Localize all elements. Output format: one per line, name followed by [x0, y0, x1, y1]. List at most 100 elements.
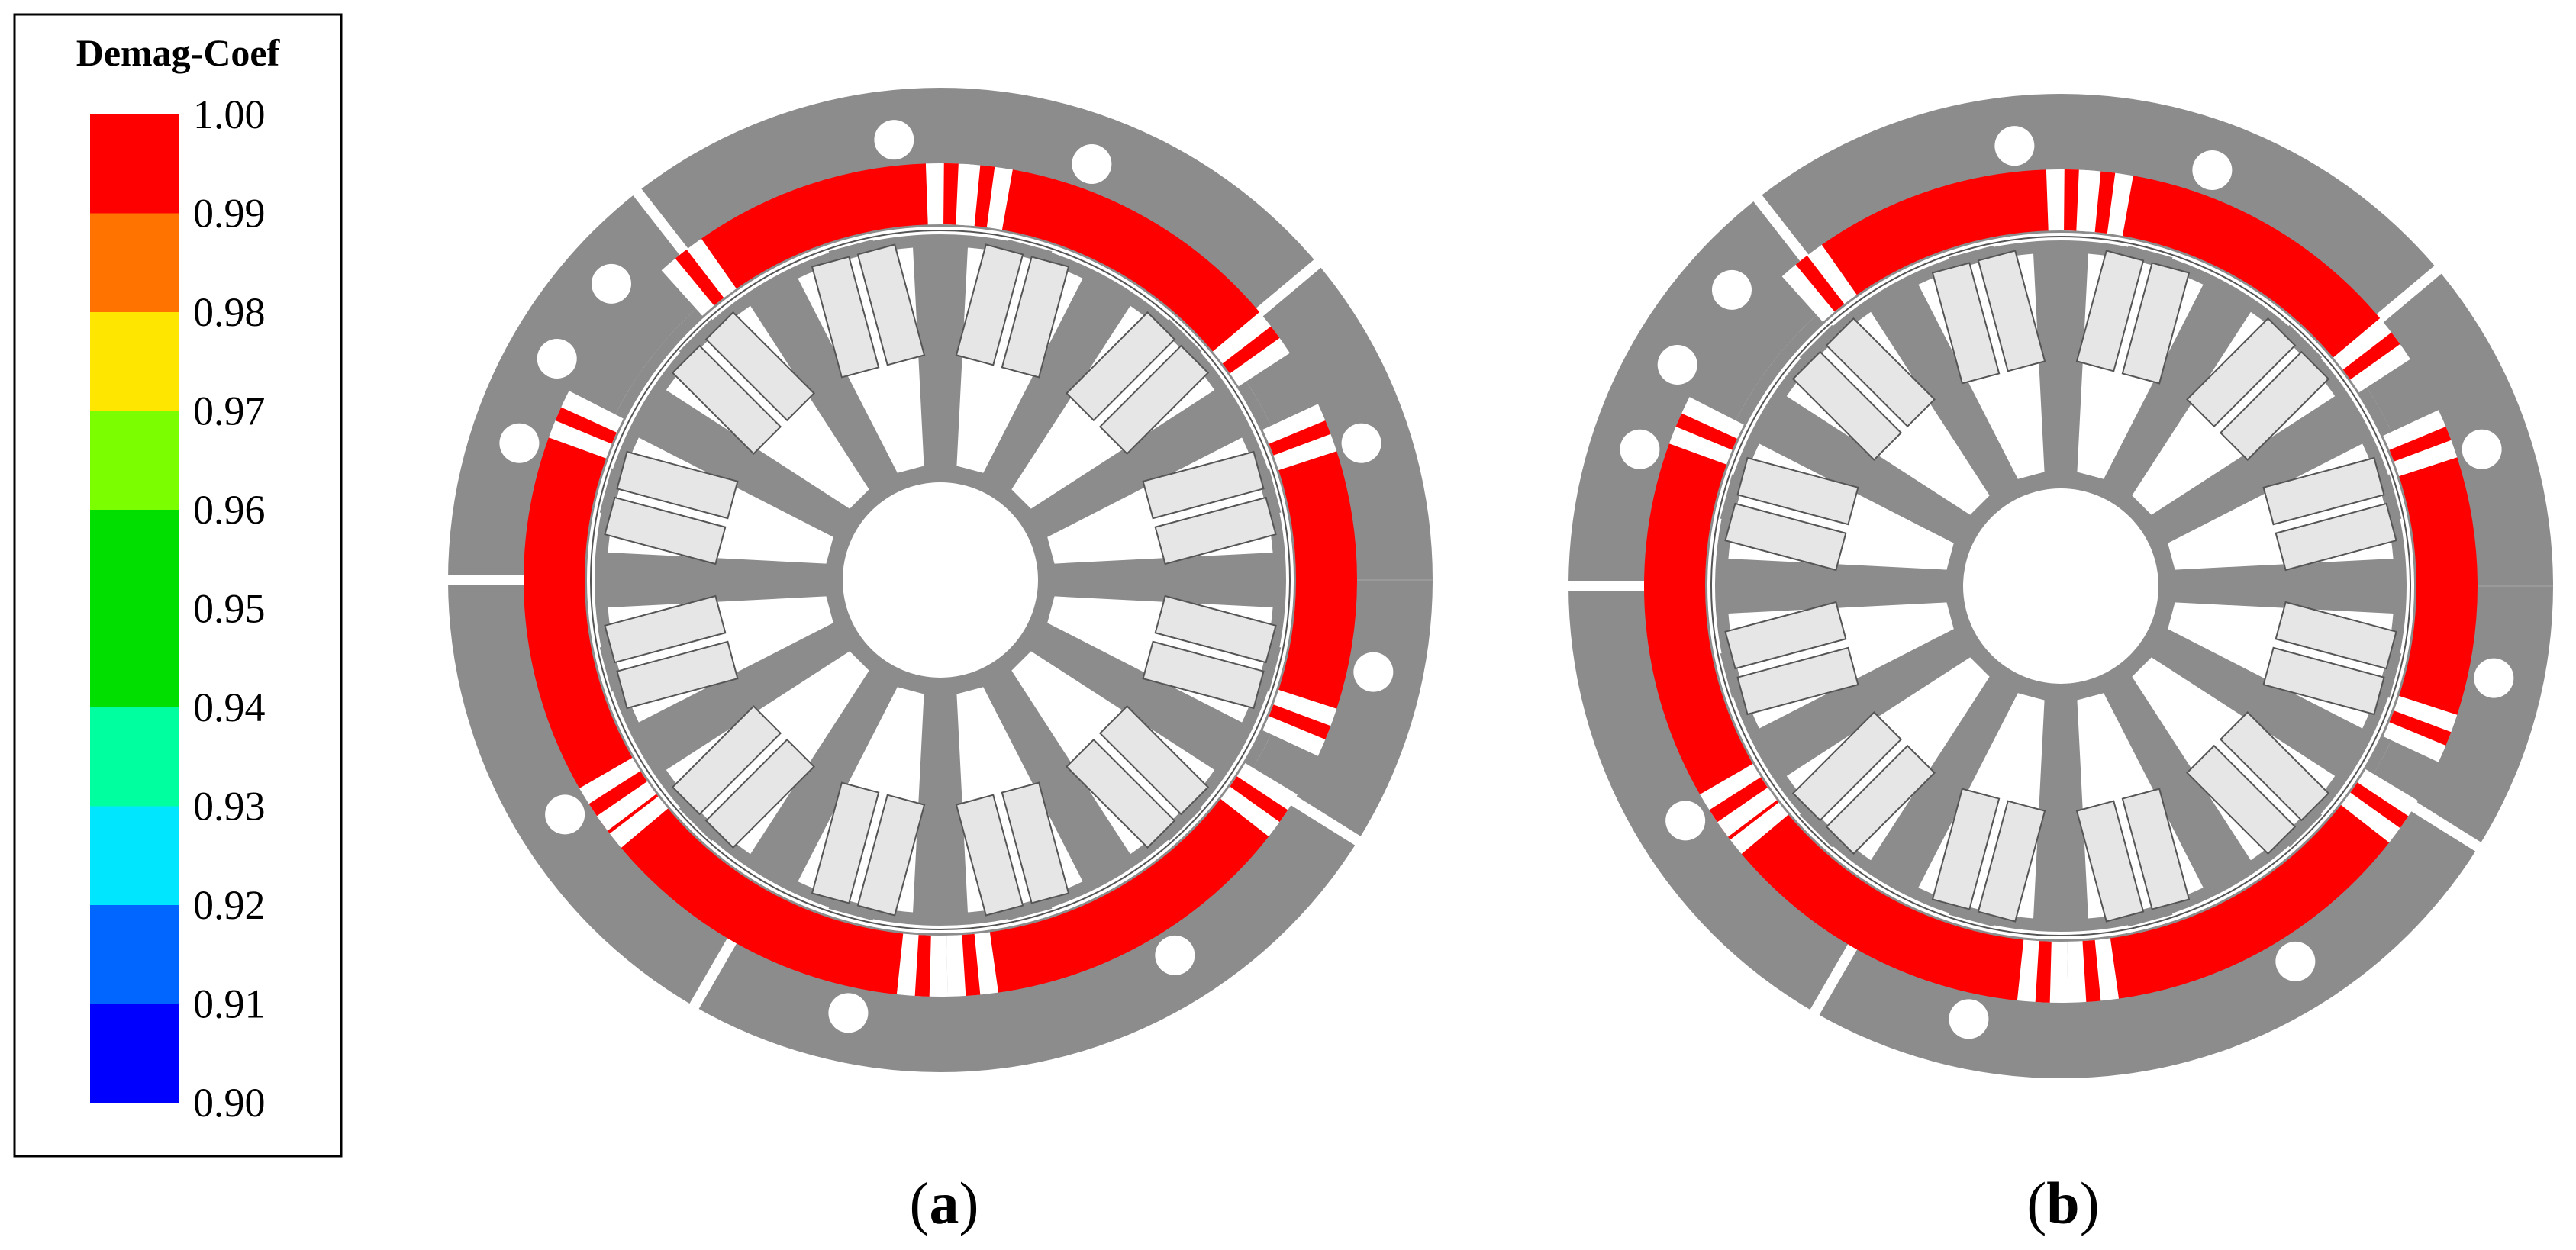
magnet-stripe — [675, 249, 724, 306]
slot-wedge — [1720, 474, 1738, 520]
coil-side — [856, 794, 926, 917]
mounting-hole — [591, 263, 631, 304]
coil-side — [2121, 788, 2191, 910]
slot-opening — [666, 305, 869, 509]
legend-tick-label: 0.97 — [193, 388, 266, 434]
legend-tick-label: 0.99 — [193, 191, 266, 237]
slot-wedge — [2285, 810, 2323, 848]
coil-side — [1736, 646, 1859, 716]
air-gap-line — [1710, 236, 2411, 936]
legend-band — [90, 905, 179, 1004]
air-gap-line — [590, 230, 1291, 930]
slot-opening — [1786, 657, 1990, 861]
legend-color-bands — [90, 114, 179, 1103]
magnet-arc — [701, 163, 928, 289]
slot-wedge — [2384, 652, 2402, 698]
coil-side — [1001, 781, 1070, 904]
magnet-stripe — [2094, 171, 2116, 234]
magnet-arc — [2110, 804, 2390, 999]
stator-slot — [955, 687, 1083, 921]
magnet-arc — [1644, 443, 1753, 794]
color-legend: Demag-Coef 1.000.990.980.970.960.950.940… — [13, 13, 343, 1158]
legend-band — [90, 510, 179, 609]
coil-side — [955, 243, 1024, 366]
coil-side — [811, 781, 880, 904]
stator-slot — [798, 687, 926, 921]
stator-slot — [798, 239, 926, 473]
slot-wedge — [828, 903, 875, 921]
coil-side — [1724, 502, 1847, 572]
mounting-hole — [1620, 429, 1660, 469]
coil-side — [1154, 594, 1277, 664]
legend-tick-label: 0.90 — [193, 1080, 266, 1126]
slot-wedge — [1263, 646, 1282, 692]
slot-wedge — [1006, 239, 1053, 257]
mounting-hole — [2474, 658, 2514, 698]
coil-side — [2275, 601, 2397, 670]
slot-wedge — [2126, 909, 2173, 927]
stator-slot — [2168, 443, 2402, 572]
magnet-arc — [524, 437, 633, 788]
mounting-hole — [1949, 999, 1989, 1039]
coil-side — [1724, 601, 1847, 670]
legend-band — [90, 806, 179, 906]
legend-band — [90, 312, 179, 411]
slot-opening — [666, 651, 869, 855]
legend-band — [90, 114, 179, 214]
magnet-stripe — [2389, 710, 2452, 746]
legend-tick-label: 0.91 — [193, 981, 266, 1027]
coil-side — [604, 496, 727, 565]
mounting-hole — [2275, 941, 2316, 981]
coil-side — [1154, 496, 1277, 565]
motor-cross-section-a — [444, 88, 1433, 1073]
slot-wedge — [1263, 468, 1282, 514]
slot-wedge — [1799, 324, 1836, 362]
stator-slot — [1720, 601, 1954, 729]
stator-slot — [666, 651, 869, 855]
mounting-hole — [1994, 126, 2035, 166]
coil-side — [1001, 256, 1070, 379]
coil-side — [2075, 250, 2145, 372]
mounting-hole — [1657, 345, 1697, 385]
slot-wedge — [1006, 903, 1053, 921]
stator-slot — [2132, 657, 2336, 861]
magnet-stripe — [555, 407, 617, 444]
slot-wedge — [1165, 804, 1202, 842]
stator-slot — [666, 305, 869, 509]
stator-slot — [2168, 601, 2402, 729]
magnet-stripe — [1230, 776, 1288, 823]
coil-side — [811, 256, 880, 379]
coil-side — [2262, 646, 2385, 716]
legend-tick-label: 0.98 — [193, 289, 266, 335]
stator-slot — [1720, 443, 1954, 572]
slot-opening — [1011, 651, 1215, 855]
shaft-bore — [843, 482, 1038, 678]
legend-tick-label: 1.00 — [193, 92, 266, 137]
coil-side — [955, 794, 1024, 917]
magnet-stripe — [2389, 427, 2452, 462]
slot-opening — [1786, 311, 1990, 515]
magnet-stripe — [2064, 169, 2079, 231]
mounting-hole — [828, 993, 869, 1033]
caption-b: (b) — [2026, 1170, 2099, 1236]
legend-band — [90, 608, 179, 708]
coil-side — [1791, 711, 1903, 822]
slot-wedge — [679, 318, 716, 356]
caption-a: (a) — [910, 1170, 979, 1236]
stator-slot — [599, 594, 833, 723]
magnet-stripe — [2342, 332, 2400, 380]
magnet-stripe — [1269, 420, 1331, 456]
coil-side — [671, 705, 782, 816]
magnet-stripe — [588, 771, 647, 817]
coil-side — [1931, 788, 2001, 910]
slot-wedge — [1720, 652, 1738, 698]
legend-tick-label: 0.95 — [193, 586, 266, 632]
coil-side — [1825, 317, 1936, 428]
magnet-arc — [621, 808, 904, 995]
coil-side — [704, 738, 815, 849]
coil-side — [704, 311, 815, 422]
coil-side — [1736, 456, 1859, 526]
legend-tick-label: 0.93 — [193, 784, 266, 830]
mounting-hole — [499, 423, 540, 463]
